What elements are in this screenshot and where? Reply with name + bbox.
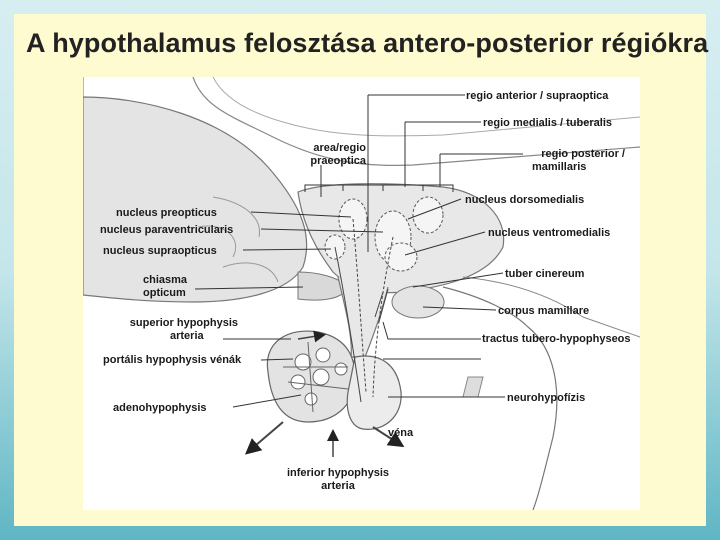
label-corpus-mamillare: corpus mamillare [498,305,590,317]
label-chiasma-1: chiasma [143,274,188,286]
label-nucleus-dorsomedialis: nucleus dorsomedialis [465,194,585,206]
label-area-regio-2: praeoptica [310,155,366,167]
label-chiasma-2: opticum [143,287,186,299]
label-nucleus-preopticus: nucleus preopticus [116,207,217,219]
label-tuber-cinereum: tuber cinereum [505,268,585,280]
label-tractus: tractus tubero-hypophyseos [482,333,631,345]
label-regio-anterior: regio anterior / supraoptica [466,90,609,102]
label-regio-posterior-2: mamillaris [532,161,587,173]
label-area-regio-1: area/regio [313,142,366,154]
label-nucleus-supraopticus: nucleus supraopticus [103,245,217,257]
label-inferior-2: arteria [321,480,355,492]
label-superior-2: arteria [170,330,204,342]
label-regio-posterior-1: regio posterior / [541,148,625,160]
label-adenohypophysis: adenohypophysis [113,402,207,414]
label-nucleus-ventromedialis: nucleus ventromedialis [488,227,611,239]
label-inferior-1: inferior hypophysis [286,467,390,479]
neurohypophysis [346,355,402,430]
hypothalamus-diagram: regio anterior / supraoptica regio media… [83,77,640,510]
slide-title: A hypothalamus felosztása antero-posteri… [26,28,709,58]
anatomy-drawing [83,77,640,510]
adenohypophysis [266,330,356,423]
label-portalis: portális hypophysis vénák [103,354,242,366]
label-superior-1: superior hypophysis [129,317,238,329]
slide: A hypothalamus felosztása antero-posteri… [14,14,709,526]
label-vena: véna [388,427,414,439]
label-regio-medialis: regio medialis / tuberalis [483,117,612,129]
brain-hemisphere [83,96,308,303]
label-neurohypofizis: neurohypofízis [507,392,586,404]
label-nucleus-paraventricularis: nucleus paraventricularis [100,224,234,236]
